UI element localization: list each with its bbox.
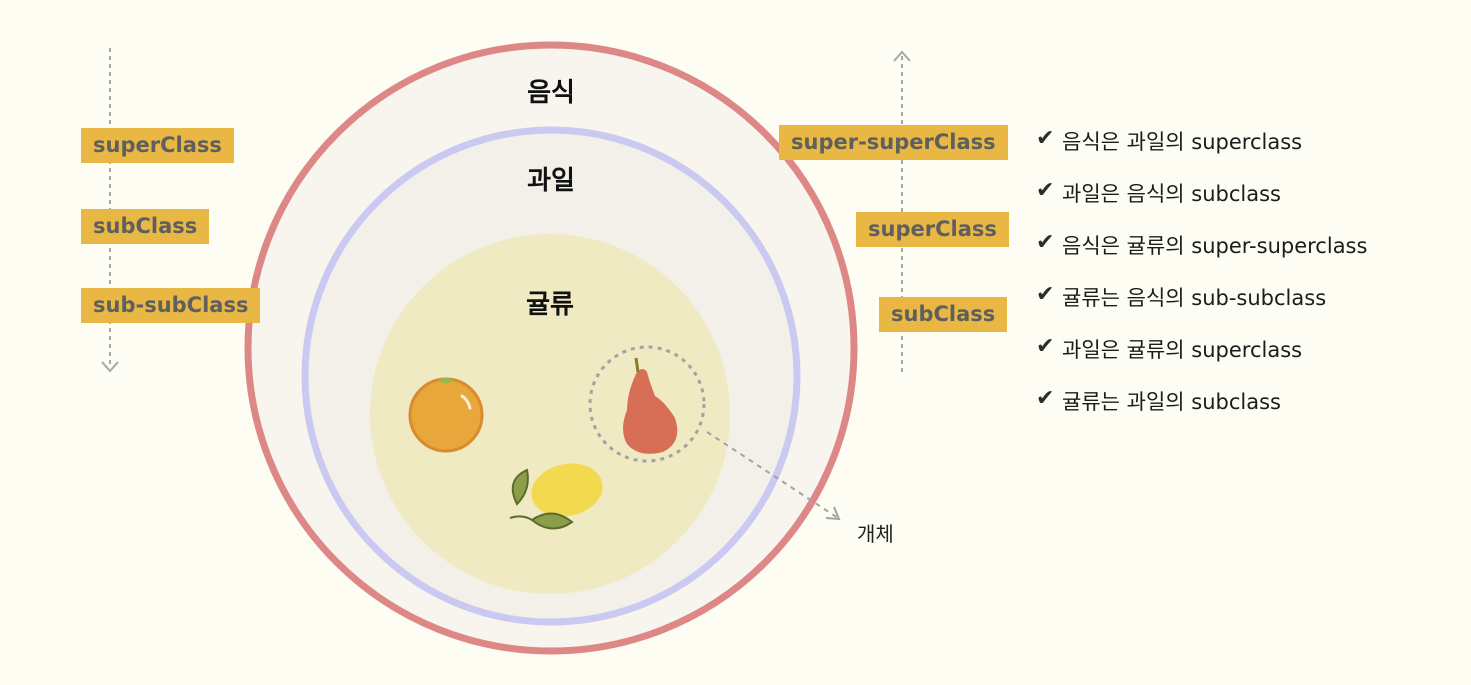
right-arrow-head [893,50,911,62]
check-icon: ✔ [1036,178,1055,203]
check-icon: ✔ [1036,334,1055,359]
right-tag-super-superclass: super-superClass [779,125,1008,160]
left-tag-subclass: subClass [81,209,210,244]
inner-circle-citrus [370,234,730,594]
left-tag-sub-subclass: sub-subClass [81,288,261,323]
ring-label-citrus: 귤류 [526,290,574,320]
statement-item: ✔ 귤류는 음식의 sub-subclass [1036,282,1367,334]
entity-highlight-circle [588,345,706,463]
statement-text: 과일은 귤류의 superclass [1062,338,1303,362]
check-icon: ✔ [1036,126,1055,151]
ring-label-fruit: 과일 [527,166,575,196]
left-tag-superclass: superClass [81,128,234,163]
statement-item: ✔ 귤류는 과일의 subclass [1036,386,1367,438]
statement-text: 귤류는 음식의 sub-subclass [1062,286,1327,310]
right-tag-superclass: superClass [856,212,1009,247]
statement-item: ✔ 음식은 과일의 superclass [1036,126,1367,178]
entity-pointer-line [706,431,839,519]
orange-fruit-icon [408,377,484,453]
statement-text: 음식은 과일의 superclass [1062,130,1303,154]
entity-pointer-head [825,506,841,521]
statement-list: ✔ 음식은 과일의 superclass ✔ 과일은 음식의 subclass ✔ 음… [1036,126,1367,438]
check-icon: ✔ [1036,230,1055,255]
statement-item: ✔ 과일은 귤류의 superclass [1036,334,1367,386]
left-arrow-head [101,361,119,373]
pear-fruit-icon [623,357,678,454]
statement-text: 과일은 음식의 subclass [1062,182,1281,206]
check-icon: ✔ [1036,282,1055,307]
statement-item: ✔ 음식은 귤류의 super-superclass [1036,230,1367,282]
ring-label-food: 음식 [527,78,575,108]
lemon-fruit-icon [509,463,603,530]
right-tag-subclass: subClass [879,297,1008,332]
entity-label: 개체 [857,522,894,546]
statement-text: 귤류는 과일의 subclass [1062,390,1281,414]
statement-item: ✔ 과일은 음식의 subclass [1036,178,1367,230]
check-icon: ✔ [1036,386,1055,411]
statement-text: 음식은 귤류의 super-superclass [1062,234,1368,258]
